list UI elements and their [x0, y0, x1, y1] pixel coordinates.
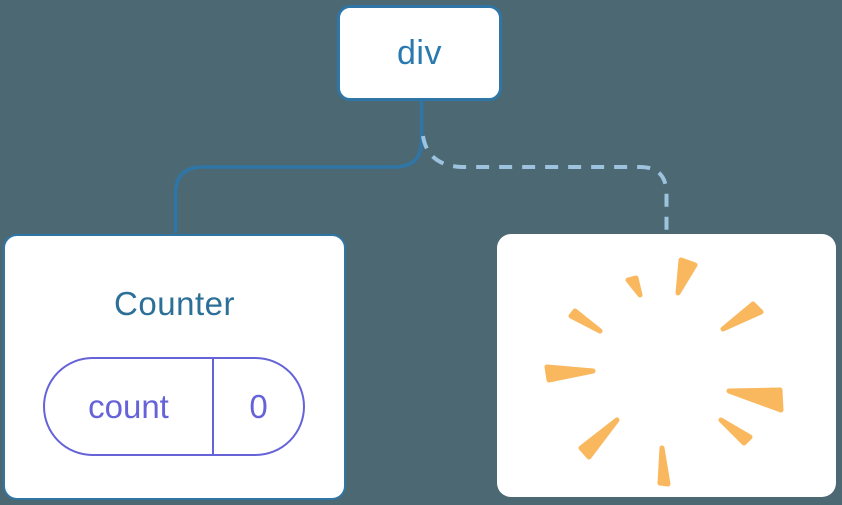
counter-node-title: Counter	[114, 285, 235, 322]
poof-icon	[544, 257, 784, 487]
state-pill: count 0	[43, 357, 305, 456]
state-name: count	[45, 359, 214, 454]
solid-edge	[173, 99, 424, 233]
root-node-card: div	[337, 5, 502, 101]
root-node-label: div	[397, 33, 442, 72]
removed-node-card	[497, 234, 836, 497]
counter-node-card: Counter count 0	[3, 234, 346, 500]
state-value: 0	[249, 387, 268, 425]
dashed-edge	[421, 135, 669, 233]
